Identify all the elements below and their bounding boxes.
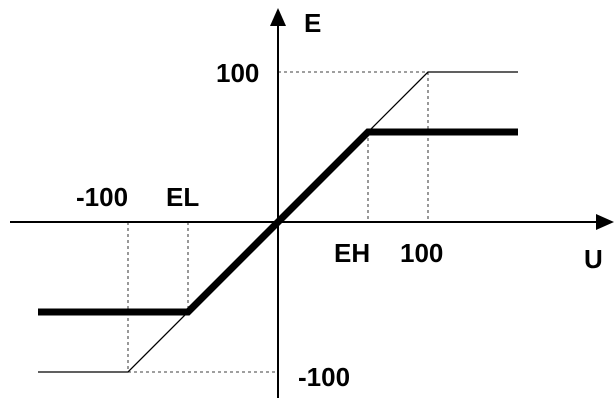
y-axis-arrowhead	[270, 8, 286, 26]
x-tick-label-eh: EH	[334, 238, 370, 268]
thick-characteristic-line	[38, 128, 518, 316]
y-tick-label-minus-100: -100	[298, 362, 350, 392]
x-axis-label: U	[584, 244, 603, 274]
axes	[10, 8, 614, 398]
x-axis-arrowhead	[596, 214, 614, 230]
y-axis-label: E	[304, 8, 321, 38]
y-tick-label-100: 100	[216, 58, 259, 88]
x-tick-label-el: EL	[166, 182, 199, 212]
x-tick-label-minus-100: -100	[76, 182, 128, 212]
x-tick-label-100: 100	[400, 238, 443, 268]
guide-lines	[127, 71, 429, 373]
